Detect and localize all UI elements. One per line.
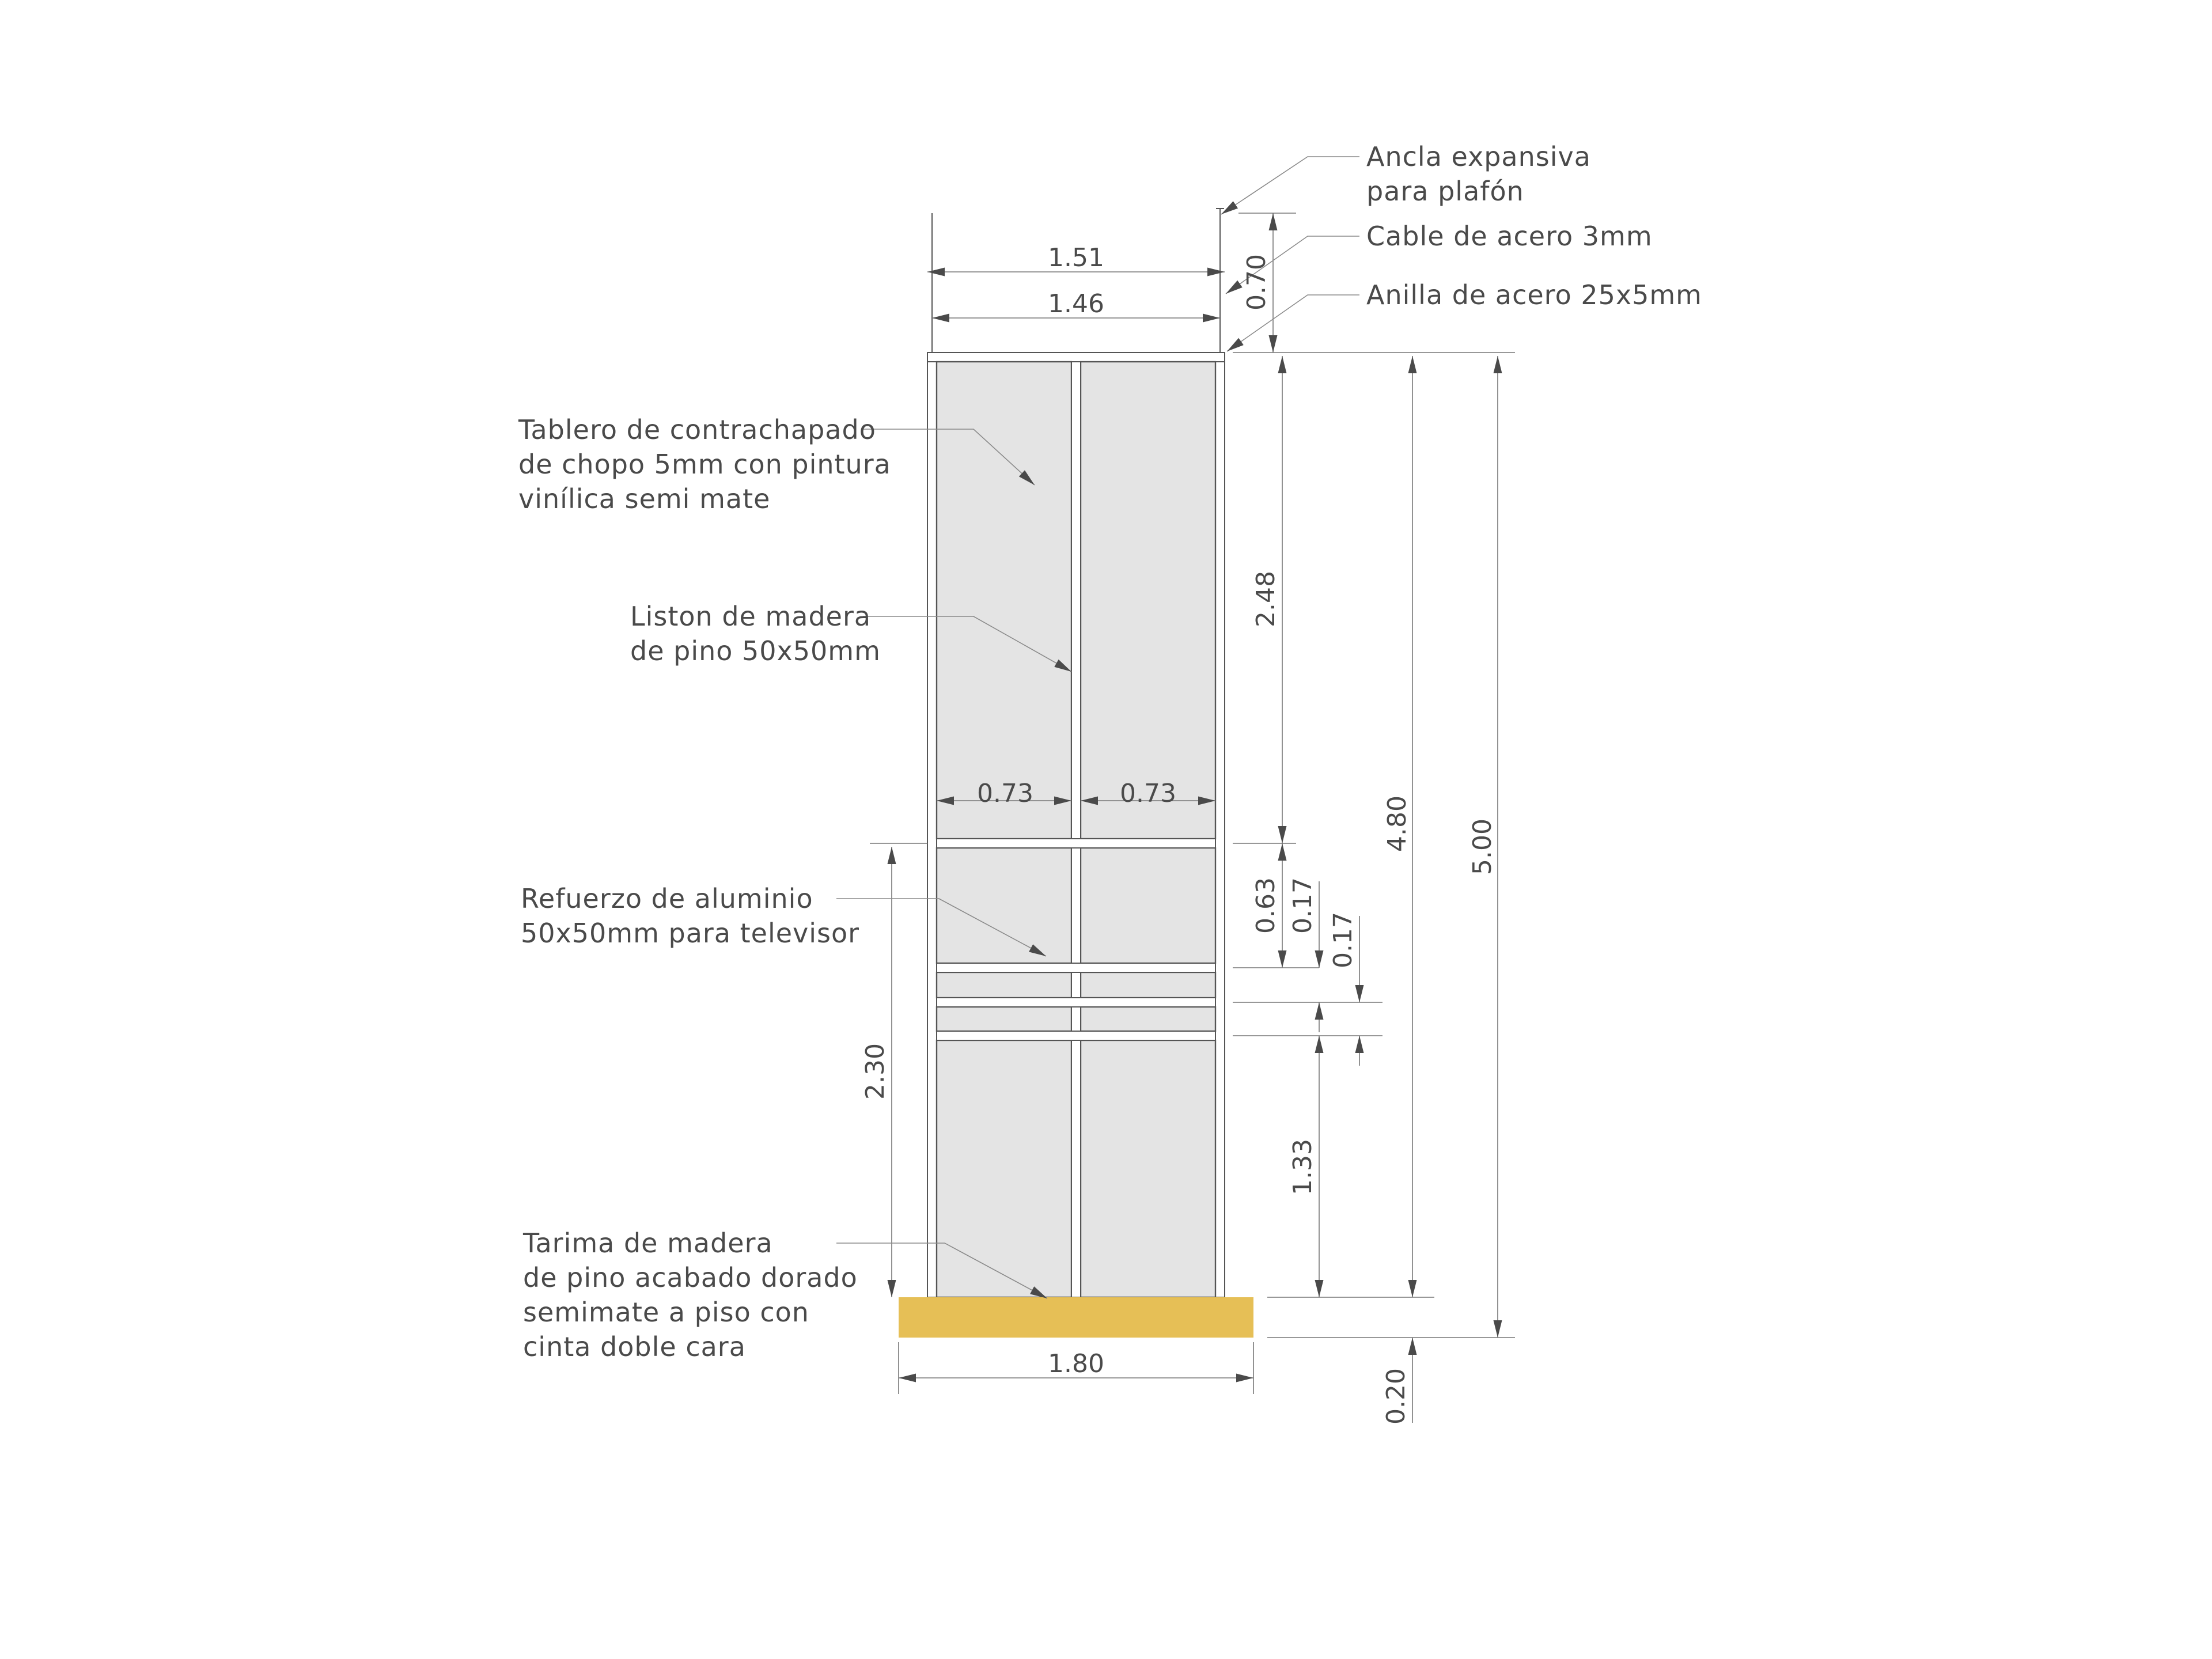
dim-gap-1: 0.17 [1288, 877, 1317, 934]
note-cable: Cable de acero 3mm [1366, 221, 1653, 252]
dimension-lines [870, 213, 1515, 1423]
board-mid-left [935, 847, 1073, 964]
board-upper-right [1080, 361, 1217, 840]
dim-left-cell-width: 0.73 [977, 779, 1033, 808]
note-anchor: Ancla expansiva para plafón [1366, 141, 1600, 207]
dim-top-inner-width: 1.46 [1048, 289, 1104, 319]
board-lower-left [935, 1039, 1073, 1298]
right-post [1215, 352, 1225, 1298]
dim-lower-panel-height: 1.33 [1288, 1139, 1317, 1195]
wood-platform [899, 1297, 1253, 1338]
board-band2-right [1080, 1006, 1217, 1032]
dimension-labels: 1.51 1.46 0.73 0.73 1.80 0.70 2.48 4.80 … [861, 243, 1497, 1425]
dim-total-height-panel: 4.80 [1382, 796, 1412, 852]
aluminium-reinforcement-2 [936, 997, 1216, 1007]
dim-platform-width: 1.80 [1048, 1349, 1104, 1378]
panel-structure [899, 208, 1253, 1338]
board-band2-left [935, 1006, 1073, 1032]
board-lower-right [1080, 1039, 1217, 1298]
dim-band-height: 0.63 [1251, 877, 1281, 934]
aluminium-reinforcement-1 [936, 963, 1216, 973]
annotation-notes: Ancla expansiva para plafón Cable de ace… [518, 141, 1702, 1362]
leader-lines [836, 156, 1359, 1299]
board-band-left [935, 971, 1073, 999]
note-reinforcement: Refuerzo de aluminio 50x50mm para televi… [521, 883, 859, 949]
dim-right-cell-width: 0.73 [1120, 779, 1176, 808]
dim-upper-panel-height: 2.48 [1251, 571, 1281, 627]
dim-tv-height: 2.30 [861, 1043, 890, 1100]
dim-top-outer-width: 1.51 [1048, 243, 1104, 272]
left-post [927, 352, 937, 1298]
center-batten [1071, 361, 1081, 1298]
note-ring: Anilla de acero 25x5mm [1366, 279, 1702, 310]
note-batten: Liston de madera de pino 50x50mm [630, 601, 881, 666]
board-mid-right [1080, 847, 1217, 964]
dim-total-height: 5.00 [1468, 819, 1497, 875]
mid-batten [936, 838, 1216, 849]
board-upper-left [935, 361, 1073, 840]
note-platform: Tarima de madera de pino acabado dorado … [522, 1228, 866, 1362]
dim-platform-height: 0.20 [1381, 1368, 1411, 1425]
dim-cable-height: 0.70 [1242, 254, 1271, 310]
aluminium-reinforcement-3 [936, 1031, 1216, 1041]
top-beam [927, 352, 1225, 362]
board-band-right [1080, 971, 1217, 999]
dim-gap-2: 0.17 [1328, 912, 1358, 968]
note-board: Tablero de contrachapado de chopo 5mm co… [518, 414, 900, 514]
